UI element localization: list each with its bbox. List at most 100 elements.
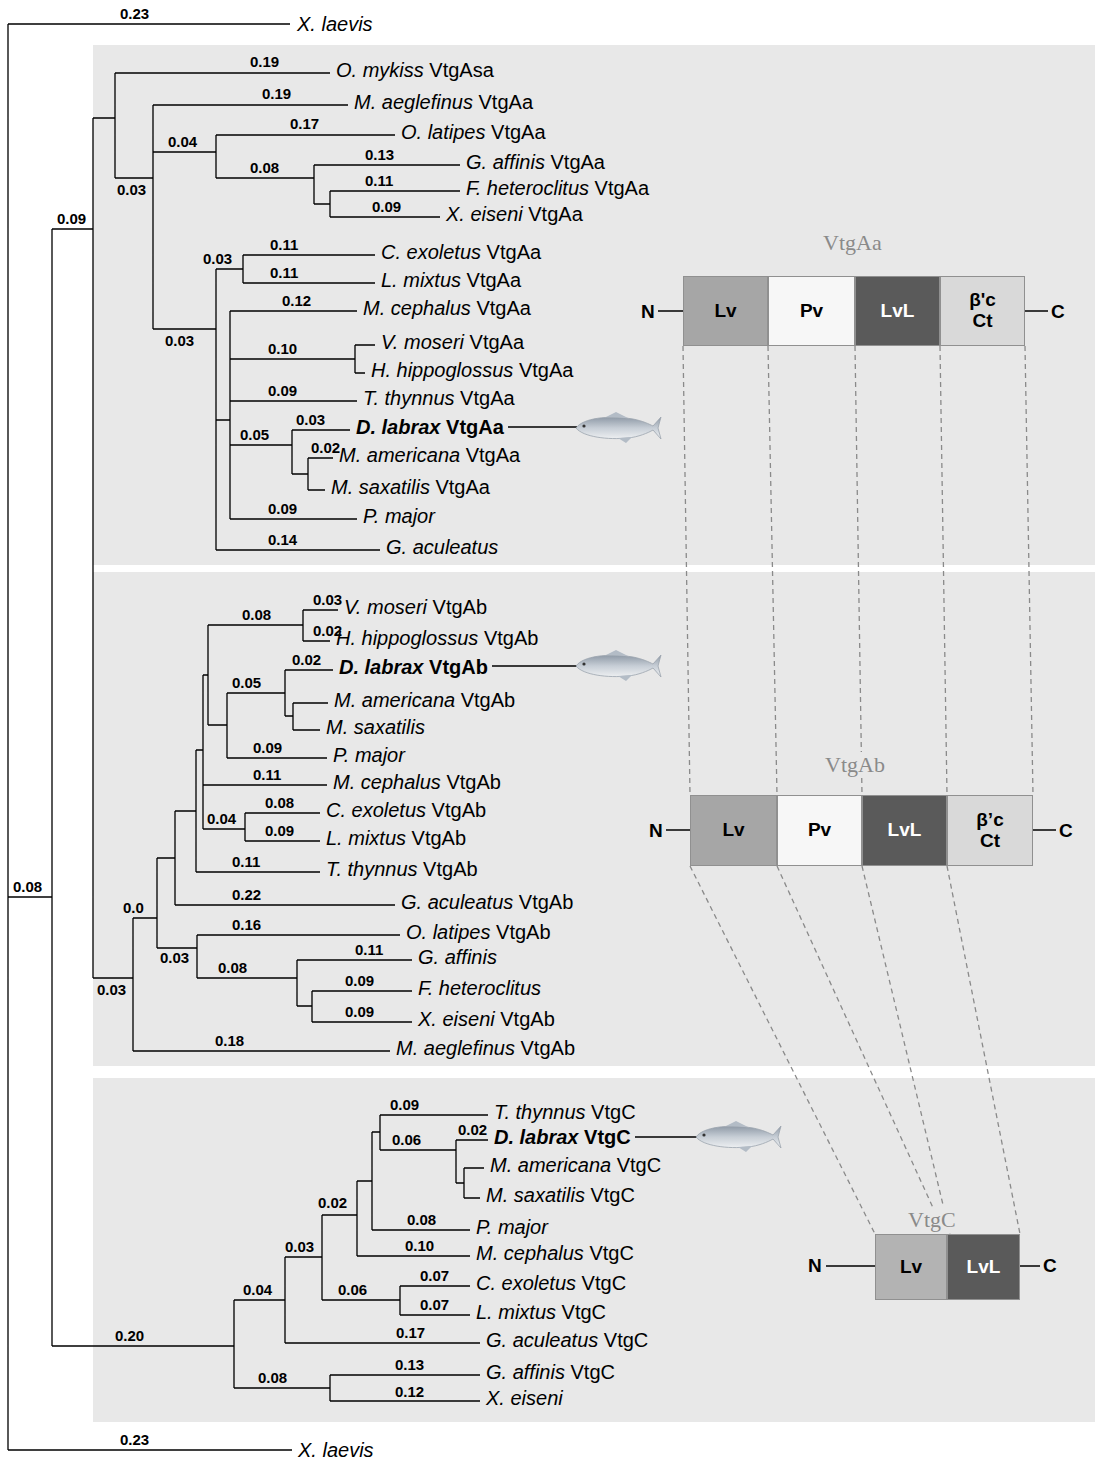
terminus-stubs bbox=[658, 311, 1056, 1266]
branch-length: 0.09 bbox=[372, 198, 401, 215]
gene-name: VtgC bbox=[604, 1329, 648, 1351]
species-name: D. labrax bbox=[494, 1126, 584, 1148]
species-name: H. hippoglossus bbox=[336, 627, 484, 649]
branch-length: 0.04 bbox=[207, 810, 236, 827]
taxon-label: G. affinis VtgAa bbox=[466, 151, 605, 174]
species-name: G. aculeatus bbox=[401, 891, 519, 913]
pv-domain: Pv bbox=[777, 795, 862, 866]
taxon-label: G. aculeatus VtgC bbox=[486, 1329, 648, 1352]
taxon-label: O. latipes VtgAa bbox=[401, 121, 546, 144]
gene-name: VtgAa bbox=[595, 177, 649, 199]
taxon-label: L. mixtus VtgAb bbox=[326, 827, 466, 850]
branch-length: 0.13 bbox=[365, 146, 394, 163]
taxon-label: M. cephalus VtgAa bbox=[363, 297, 531, 320]
branch-length: 0.06 bbox=[338, 1281, 367, 1298]
species-name: X. laevis bbox=[298, 1439, 374, 1461]
leader-line bbox=[492, 665, 577, 666]
species-name: M. aeglefinus bbox=[396, 1037, 521, 1059]
branch-length: 0.09 bbox=[57, 210, 86, 227]
species-name: H. hippoglossus bbox=[371, 359, 519, 381]
domain-name: β’c Ct bbox=[976, 810, 1003, 852]
terminus-label: C bbox=[1059, 820, 1073, 842]
domain-name: Lv bbox=[722, 820, 744, 841]
domain-name: Lv bbox=[900, 1257, 922, 1278]
branch-length: 0.14 bbox=[268, 531, 297, 548]
branch-length: 0.16 bbox=[232, 916, 261, 933]
species-name: D. labrax bbox=[356, 416, 446, 438]
species-name: V. moseri bbox=[381, 331, 470, 353]
taxon-label: D. labrax VtgAb bbox=[339, 656, 488, 679]
structure-title: VtgC bbox=[904, 1207, 960, 1232]
branch-length: 0.11 bbox=[270, 236, 298, 253]
gene-name: VtgAb bbox=[500, 1008, 554, 1030]
lv-domain: Lv bbox=[875, 1234, 947, 1300]
species-name: G. affinis bbox=[486, 1361, 570, 1383]
taxon-label: C. exoletus VtgC bbox=[476, 1272, 626, 1295]
taxon-label: C. exoletus VtgAb bbox=[326, 799, 486, 822]
taxon-label: O. latipes VtgAb bbox=[406, 921, 551, 944]
gene-name: VtgC bbox=[570, 1361, 614, 1383]
species-name: T. thynnus bbox=[494, 1101, 591, 1123]
species-name: L. mixtus bbox=[476, 1301, 562, 1323]
branch-length: 0.05 bbox=[240, 426, 269, 443]
branch-length: 0.18 bbox=[215, 1032, 244, 1049]
taxon-label: M. cephalus VtgAb bbox=[333, 771, 501, 794]
branch-length: 0.07 bbox=[420, 1267, 449, 1284]
terminus-label: N bbox=[649, 820, 663, 842]
gene-name: VtgC bbox=[617, 1154, 661, 1176]
taxon-label: G. affinis bbox=[418, 946, 497, 969]
branch-length: 0.03 bbox=[296, 411, 325, 428]
lvl-domain: LvL bbox=[862, 795, 947, 866]
gene-name: VtgAa bbox=[466, 444, 520, 466]
species-name: M. cephalus bbox=[333, 771, 446, 793]
domain-name: LvL bbox=[967, 1257, 1001, 1278]
branch-length: 0.13 bbox=[395, 1356, 424, 1373]
leader-line bbox=[508, 426, 577, 427]
gene-name: VtgAsa bbox=[429, 59, 493, 81]
species-name: P. major bbox=[333, 744, 405, 766]
species-name: O. mykiss bbox=[336, 59, 429, 81]
lv-domain: Lv bbox=[690, 795, 777, 866]
taxon-label: G. aculeatus bbox=[386, 536, 498, 559]
taxon-label: X. laevis bbox=[297, 13, 373, 36]
branch-length: 0.11 bbox=[355, 941, 383, 958]
gene-name: VtgAa bbox=[487, 241, 541, 263]
gene-name: VtgAb bbox=[429, 656, 488, 678]
branch-length: 0.02 bbox=[458, 1121, 487, 1138]
species-name: G. affinis bbox=[418, 946, 497, 968]
branch-length: 0.20 bbox=[115, 1327, 144, 1344]
species-name: G. aculeatus bbox=[486, 1329, 604, 1351]
terminus-label: C bbox=[1051, 301, 1065, 323]
taxon-label: F. heteroclitus VtgAa bbox=[466, 177, 649, 200]
taxon-label: T. thynnus VtgC bbox=[494, 1101, 636, 1124]
species-name: X. eiseni bbox=[486, 1387, 563, 1409]
species-name: M. saxatilis bbox=[326, 716, 425, 738]
branch-length: 0.09 bbox=[268, 500, 297, 517]
branch-length: 0.11 bbox=[270, 264, 298, 281]
species-name: F. heteroclitus bbox=[466, 177, 595, 199]
domain-name: β'c Ct bbox=[969, 290, 996, 332]
taxon-label: M. americana VtgC bbox=[490, 1154, 661, 1177]
branch-length: 0.08 bbox=[265, 794, 294, 811]
panel-vtgaa bbox=[93, 45, 1095, 565]
sea-bass-icon bbox=[576, 412, 661, 443]
branch-length: 0.03 bbox=[313, 591, 342, 608]
taxon-label: L. mixtus VtgAa bbox=[381, 269, 521, 292]
gene-name: VtgAa bbox=[528, 203, 582, 225]
branch-length: 0.05 bbox=[232, 674, 261, 691]
gene-name: VtgC bbox=[589, 1242, 633, 1264]
branch-length: 0.03 bbox=[165, 332, 194, 349]
species-name: G. aculeatus bbox=[386, 536, 498, 558]
branch-length: 0.11 bbox=[365, 172, 393, 189]
taxon-label: M. saxatilis bbox=[326, 716, 425, 739]
species-name: F. heteroclitus bbox=[418, 977, 541, 999]
species-name: X. eiseni bbox=[446, 203, 528, 225]
taxon-label: D. labrax VtgC bbox=[494, 1126, 631, 1149]
branch-length: 0.08 bbox=[13, 878, 42, 895]
species-name: V. moseri bbox=[344, 596, 433, 618]
branch-length: 0.09 bbox=[268, 382, 297, 399]
gene-name: VtgAb bbox=[432, 799, 486, 821]
gene-name: VtgAa bbox=[519, 359, 573, 381]
fish-leaders bbox=[492, 427, 697, 1137]
structure-title: VtgAb bbox=[821, 752, 889, 777]
